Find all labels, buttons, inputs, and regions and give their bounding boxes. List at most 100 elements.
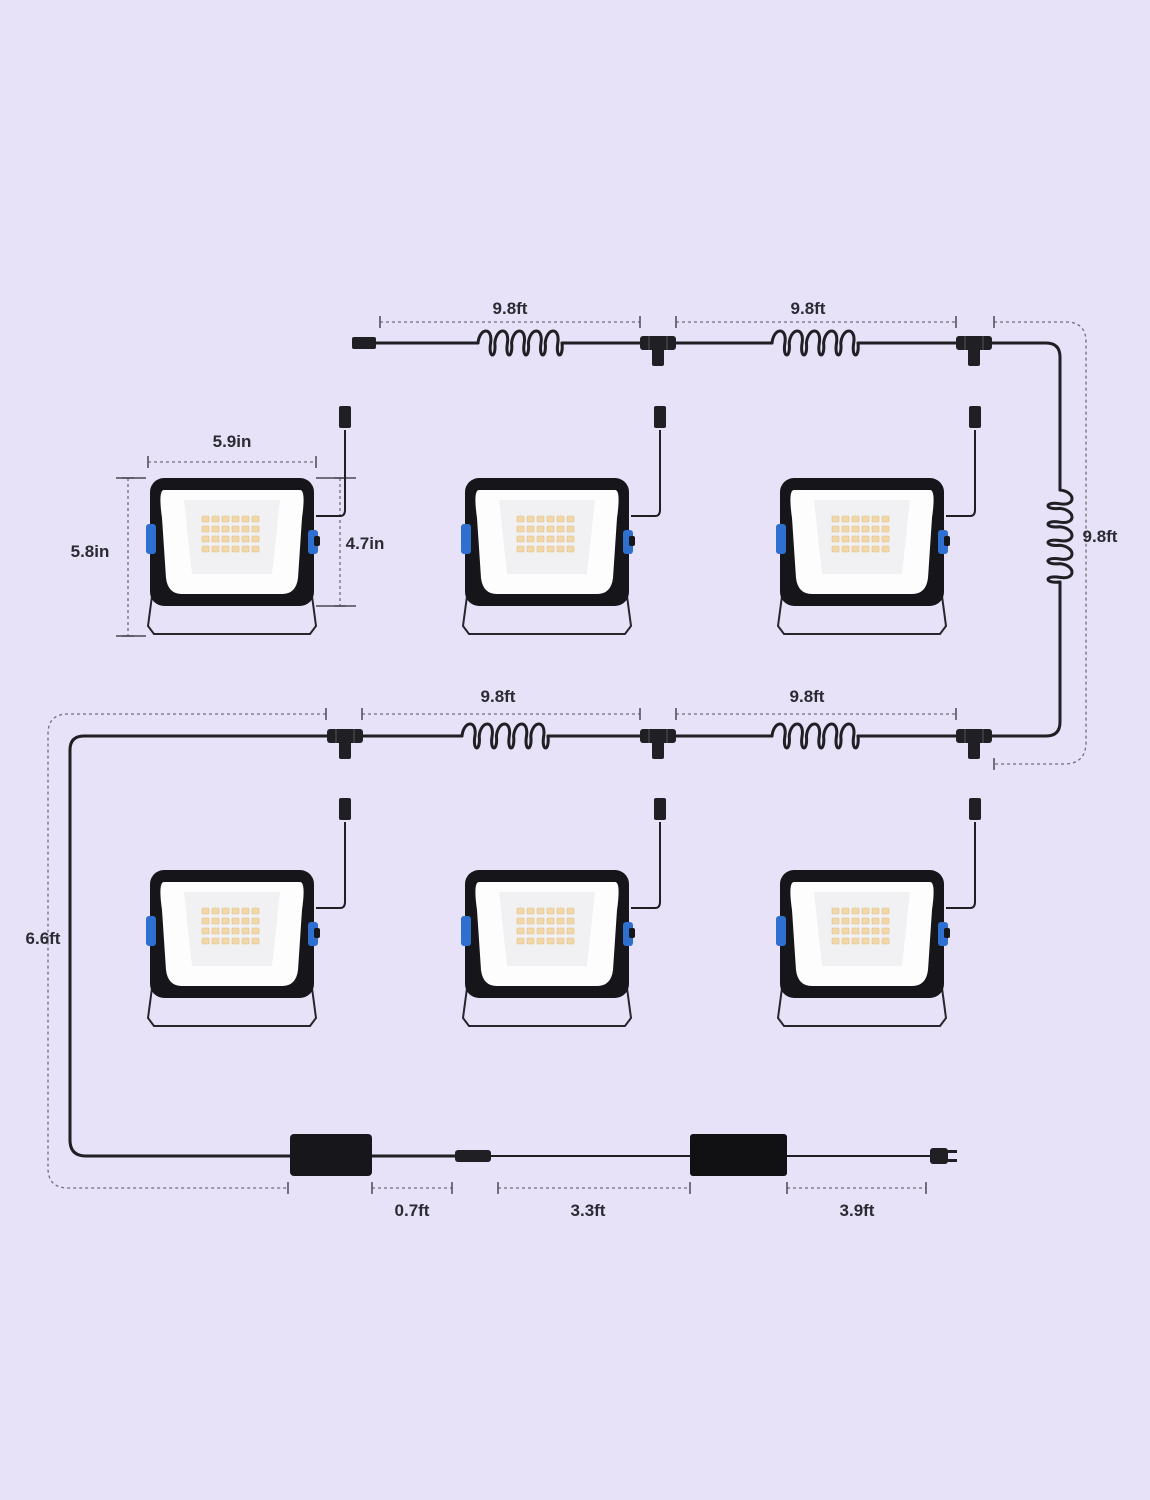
light-pigtail <box>631 822 661 909</box>
side-knob-right <box>938 922 948 946</box>
led-chip <box>556 927 565 935</box>
t-connector-body <box>956 336 992 350</box>
led-chip <box>221 917 230 925</box>
led-chip <box>861 535 870 543</box>
led-chip <box>861 545 870 553</box>
led-chip <box>526 927 535 935</box>
led-chip <box>871 907 880 915</box>
dim-mid-coil-right <box>675 708 957 720</box>
led-chip <box>221 515 230 523</box>
led-chip <box>881 917 890 925</box>
led-chip <box>546 535 555 543</box>
measurement-labels: 9.8ft 9.8ft 9.8ft 9.8ft 9.8ft 6.6ft 5.9i… <box>26 299 1118 1220</box>
power-plug-icon <box>930 1148 957 1164</box>
pigtail-plug <box>654 406 666 428</box>
led-chip <box>881 515 890 523</box>
cable-top-right-run <box>856 341 1062 492</box>
led-chip <box>231 907 240 915</box>
led-chip <box>566 907 575 915</box>
led-chip <box>241 525 250 533</box>
led-chip <box>526 525 535 533</box>
led-chip <box>851 535 860 543</box>
cable-gland <box>944 536 950 546</box>
label-mid-coil-left: 9.8ft <box>481 687 516 706</box>
dim-mid-coil-left <box>361 708 641 720</box>
led-chip <box>871 937 880 945</box>
coil-top-left <box>476 329 564 357</box>
dimensions-layer <box>47 316 1087 1194</box>
led-chip <box>861 937 870 945</box>
led-chip <box>871 535 880 543</box>
led-chip <box>516 525 525 533</box>
led-chip <box>861 927 870 935</box>
led-chip <box>221 535 230 543</box>
plug-body <box>930 1148 948 1164</box>
led-chip <box>211 525 220 533</box>
label-light-width: 5.9in <box>213 432 252 451</box>
t-connector-body <box>327 729 363 743</box>
led-chip <box>831 937 840 945</box>
side-knob-right <box>308 922 318 946</box>
dim-light-width <box>147 456 317 468</box>
led-chip <box>201 515 210 523</box>
led-chip <box>221 907 230 915</box>
coil-right <box>1046 488 1074 584</box>
led-chip <box>241 937 250 945</box>
led-chip <box>526 535 535 543</box>
led-chip <box>831 927 840 935</box>
led-chip <box>861 907 870 915</box>
dim-seg-plug-cable <box>786 1182 927 1194</box>
led-chip <box>556 515 565 523</box>
power-adapter-icon <box>690 1134 787 1176</box>
t-connector-top-2 <box>956 336 992 366</box>
light-stand <box>146 595 318 635</box>
led-chip <box>546 515 555 523</box>
label-left-lead: 6.6ft <box>26 929 61 948</box>
label-right-coil: 9.8ft <box>1083 527 1118 546</box>
led-chip <box>201 525 210 533</box>
led-chip <box>526 907 535 915</box>
led-chip <box>526 545 535 553</box>
led-chip <box>861 515 870 523</box>
led-chip <box>871 515 880 523</box>
cable-gland <box>314 536 320 546</box>
led-chip <box>231 927 240 935</box>
led-chip <box>241 927 250 935</box>
t-connector-stem <box>339 741 351 759</box>
t-connector-body <box>956 729 992 743</box>
led-chip <box>566 515 575 523</box>
led-chip <box>211 535 220 543</box>
side-knob-left <box>461 524 471 554</box>
led-chip <box>211 937 220 945</box>
led-chip <box>201 535 210 543</box>
side-knob-left <box>776 916 786 946</box>
side-knob-right <box>623 922 633 946</box>
led-chip <box>871 927 880 935</box>
led-chip <box>556 535 565 543</box>
led-chip <box>831 907 840 915</box>
led-chip <box>536 535 545 543</box>
flood-light-icon <box>461 406 666 635</box>
led-chip <box>566 917 575 925</box>
light-stand <box>776 987 948 1027</box>
led-chip <box>546 545 555 553</box>
led-chip <box>241 535 250 543</box>
dim-seg-adapter-cable <box>497 1182 691 1194</box>
t-connector-mid-3 <box>956 729 992 759</box>
label-seg-controller: 0.7ft <box>395 1201 430 1220</box>
led-chip <box>211 927 220 935</box>
t-connector-stem <box>968 741 980 759</box>
led-chip <box>831 535 840 543</box>
led-chip <box>251 525 260 533</box>
led-chip <box>841 917 850 925</box>
led-chip <box>221 927 230 935</box>
side-knob-left <box>146 524 156 554</box>
led-chip <box>546 525 555 533</box>
end-connector <box>352 337 376 349</box>
flood-light-icon <box>776 406 981 635</box>
led-chip <box>251 937 260 945</box>
led-chip <box>201 907 210 915</box>
side-knob-left <box>146 916 156 946</box>
led-chip <box>566 535 575 543</box>
